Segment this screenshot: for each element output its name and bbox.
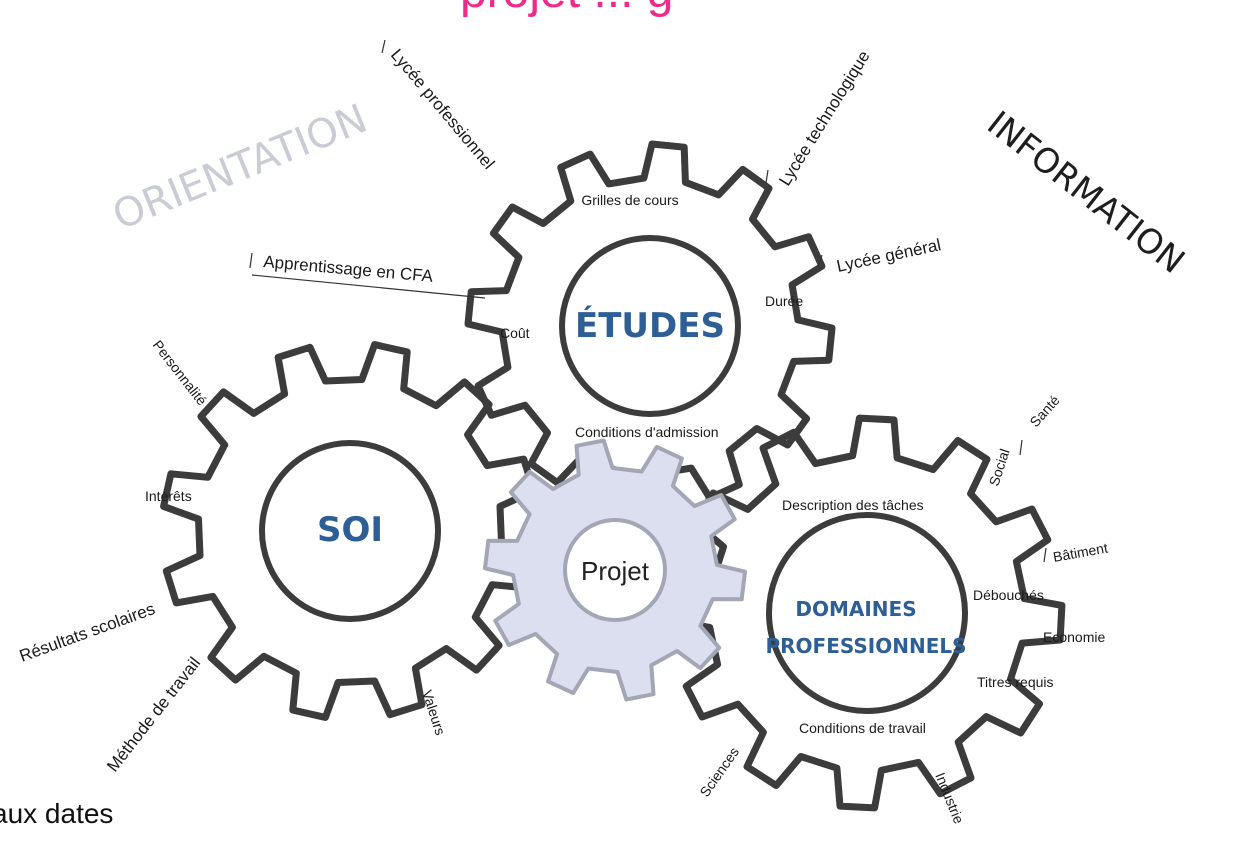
domaines-outer-sciences: Sciences bbox=[696, 744, 742, 800]
domaines-gear-outline bbox=[668, 414, 1066, 812]
soi-gear bbox=[160, 341, 540, 721]
etudes-inner-cout: Coût bbox=[500, 325, 530, 341]
soi-outer-interets: Intérêts bbox=[145, 488, 192, 504]
projet-gear bbox=[483, 438, 747, 702]
orientation-label: ORIENTATION bbox=[107, 96, 374, 240]
domaines-inner-debouches: Débouchés bbox=[973, 587, 1044, 603]
etudes-inner-grilles: Grilles de cours bbox=[581, 192, 678, 208]
soi-hub-ring bbox=[259, 440, 441, 622]
soi-gear-outline bbox=[160, 341, 540, 721]
domaines-hub-label-line2: PROFESSIONNELS bbox=[765, 634, 966, 658]
soi-outer-personnalite: Personnalité bbox=[150, 337, 211, 408]
etudes-gear-outline bbox=[464, 140, 836, 512]
tick-apprentissage bbox=[249, 252, 253, 269]
domaines-inner-description: Description des tâches bbox=[782, 497, 924, 513]
etudes-hub-ring bbox=[559, 235, 741, 417]
etudes-hub-label: ÉTUDES bbox=[575, 305, 725, 346]
label-ticks bbox=[249, 39, 1047, 563]
domaines-gear bbox=[668, 414, 1066, 812]
tick-lycee-techno bbox=[765, 169, 769, 184]
domaines-inner-titres: Titres requis bbox=[977, 674, 1054, 690]
soi-outer-methode: Méthode de travail bbox=[103, 654, 204, 776]
tick-lycee-general bbox=[817, 254, 823, 269]
soi-outer-resultats: Résultats scolaires bbox=[17, 599, 158, 666]
domaines-inner-conditions: Conditions de travail bbox=[799, 720, 926, 736]
etudes-outer-apprentissage: Apprentissage en CFA bbox=[263, 252, 435, 286]
partial-title: projet ... g bbox=[460, 0, 673, 16]
tick-batiment bbox=[1043, 547, 1047, 563]
projet-hub bbox=[563, 518, 667, 622]
etudes-gear bbox=[464, 140, 836, 512]
etudes-inner-conditions: Conditions d'admission bbox=[575, 424, 719, 440]
tick-social bbox=[1019, 439, 1023, 456]
etudes-outer-lycee-pro: Lycée professionnel bbox=[387, 45, 498, 173]
domaines-outer-economie: Economie bbox=[1043, 629, 1105, 645]
domaines-outer-batiment: Bâtiment bbox=[1052, 540, 1109, 565]
domaines-outer-sante: Santé bbox=[1026, 392, 1063, 430]
domaines-outer-social: Social bbox=[986, 447, 1013, 488]
soi-outer-valeurs: Valeurs bbox=[419, 688, 449, 737]
domaines-hub-ring bbox=[766, 512, 968, 714]
domaines-outer-industrie: Industrie bbox=[932, 770, 967, 826]
tick-lycee-pro bbox=[381, 39, 386, 54]
domaines-hub-label-line1: DOMAINES bbox=[795, 597, 916, 621]
etudes-outer-lycee-general: Lycée général bbox=[835, 235, 943, 276]
tick-apprentissage-underline bbox=[251, 274, 486, 299]
etudes-inner-duree: Durée bbox=[765, 293, 803, 309]
projet-hub-label: Projet bbox=[581, 556, 650, 586]
information-label: INFORMATION bbox=[979, 104, 1191, 282]
soi-hub-label: SOI bbox=[317, 510, 383, 550]
partial-footer-text: aux dates bbox=[0, 798, 114, 829]
etudes-outer-lycee-techno: Lycée technologique bbox=[775, 47, 873, 189]
